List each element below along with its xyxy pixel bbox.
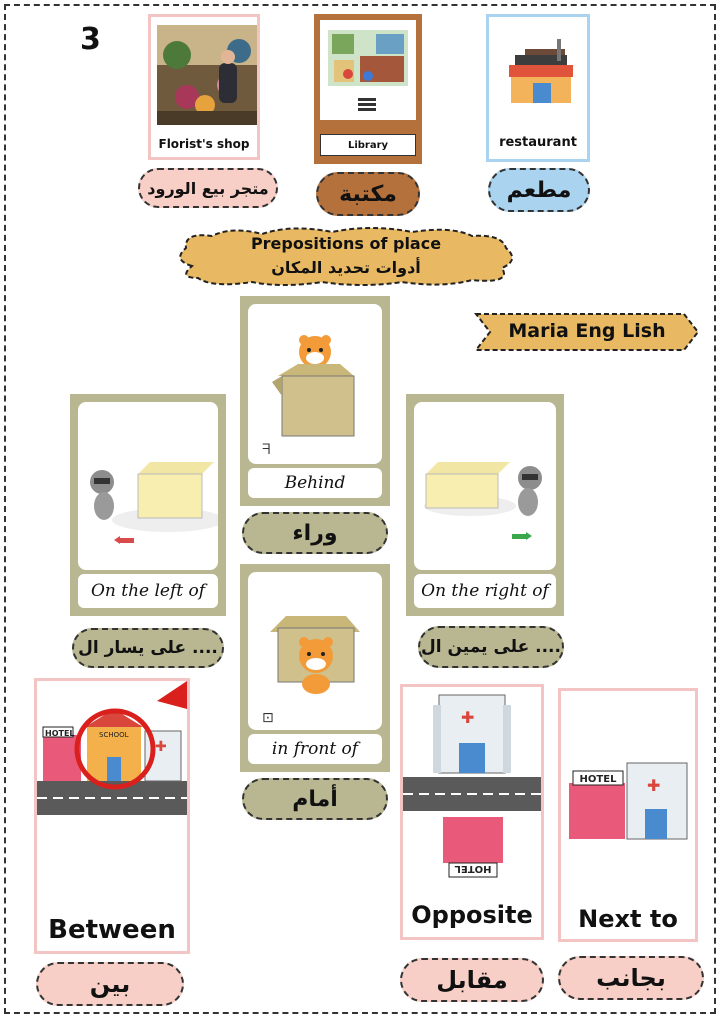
florist-caption: Florist's shop <box>157 137 251 151</box>
between-picture: HOTEL SCHOOL ✚ <box>37 681 187 815</box>
opposite-hotel-sign: HOTEL <box>454 863 492 874</box>
behind-arabic-pill: وراء <box>242 512 388 554</box>
between-school-sign: SCHOOL <box>99 731 129 739</box>
page-frame <box>4 4 716 1014</box>
next-to-card: HOTEL ✚ Next to <box>558 688 698 942</box>
opposite-picture: ✚ HOTEL <box>403 694 541 878</box>
svg-text:✚: ✚ <box>647 776 660 795</box>
restaurant-card: restaurant <box>486 14 590 162</box>
heading-arabic: أدوات تحديد المكان <box>271 258 421 277</box>
between-word: Between <box>48 915 176 945</box>
svg-text:✚: ✚ <box>155 739 167 755</box>
between-card: HOTEL SCHOOL ✚ Between <box>34 678 190 954</box>
right-label: On the right of <box>414 574 556 608</box>
restaurant-caption: restaurant <box>495 135 581 150</box>
behind-label: Behind <box>248 468 382 498</box>
left-picture <box>78 402 218 570</box>
left-card: On the left of <box>70 394 226 616</box>
between-hotel-sign: HOTEL <box>45 729 75 738</box>
next-to-word: Next to <box>578 905 678 933</box>
opposite-arabic-pill: مقابل <box>400 958 544 1002</box>
florist-arabic-pill: متجر بيع الورود <box>138 168 278 208</box>
opposite-word: Opposite <box>411 901 533 929</box>
heading-cloud: Prepositions of place أدوات تحديد المكان <box>172 226 520 288</box>
heading-english: Prepositions of place <box>250 234 442 253</box>
author-name: Maria Eng Lish <box>508 320 666 342</box>
behind-card: ᖷ Behind <box>240 296 390 506</box>
restaurant-icon <box>509 39 573 103</box>
between-arabic-pill: بين <box>36 962 184 1006</box>
front-label: in front of <box>248 734 382 764</box>
front-picture: ⊡ <box>248 572 382 730</box>
library-card: Library <box>314 14 422 164</box>
front-arabic-pill: أمام <box>242 778 388 820</box>
svg-text:✚: ✚ <box>461 708 474 727</box>
svg-text:ᖷ: ᖷ <box>262 442 270 458</box>
next-to-hotel-sign: HOTEL <box>580 774 618 785</box>
left-label: On the left of <box>78 574 218 608</box>
right-card: On the right of <box>406 394 564 616</box>
left-arabic-pill: على يسار ال .... <box>72 628 224 668</box>
library-arabic-pill: مكتبة <box>316 172 420 216</box>
behind-picture: ᖷ <box>248 304 382 464</box>
page-number: 3 <box>80 22 101 57</box>
florist-card: Florist's shop <box>148 14 260 160</box>
restaurant-arabic-pill: مطعم <box>488 168 590 212</box>
front-card: ⊡ in front of <box>240 564 390 772</box>
author-banner: Maria Eng Lish <box>474 312 700 352</box>
library-caption: Library <box>320 134 416 156</box>
next-to-picture: HOTEL ✚ <box>569 762 688 840</box>
right-picture <box>414 402 556 570</box>
next-to-arabic-pill: بجانب <box>558 956 704 1000</box>
svg-text:⊡: ⊡ <box>262 710 274 726</box>
library-picture <box>320 20 416 120</box>
florist-photo <box>157 25 257 125</box>
opposite-card: ✚ HOTEL Opposite <box>400 684 544 940</box>
cloud-shape <box>179 227 513 286</box>
banner-shape <box>474 313 700 351</box>
right-arabic-pill: على يمين ال .... <box>418 626 564 668</box>
